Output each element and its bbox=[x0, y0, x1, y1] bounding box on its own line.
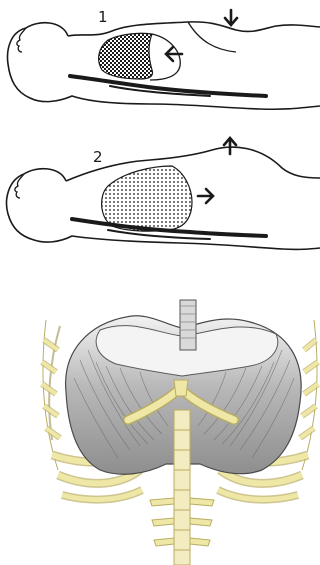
body-outline-1 bbox=[8, 22, 320, 109]
panel-1-label: 1 bbox=[98, 8, 108, 26]
up-arrow-icon bbox=[224, 138, 236, 154]
panel-exhalation: 1 bbox=[8, 8, 320, 109]
belly-line-1 bbox=[188, 22, 236, 52]
esophagus bbox=[180, 300, 196, 350]
lung-area-1 bbox=[99, 33, 153, 79]
xiphoid bbox=[174, 380, 188, 396]
panel-inhalation: 2 bbox=[7, 138, 320, 249]
lung-area-2 bbox=[102, 166, 192, 231]
down-arrow-icon bbox=[225, 10, 237, 25]
panel-2-label: 2 bbox=[93, 148, 103, 166]
diaphragm-anatomy bbox=[42, 300, 318, 565]
diaphragm-edge-1 bbox=[150, 34, 180, 80]
right-arrow-icon bbox=[198, 189, 213, 203]
